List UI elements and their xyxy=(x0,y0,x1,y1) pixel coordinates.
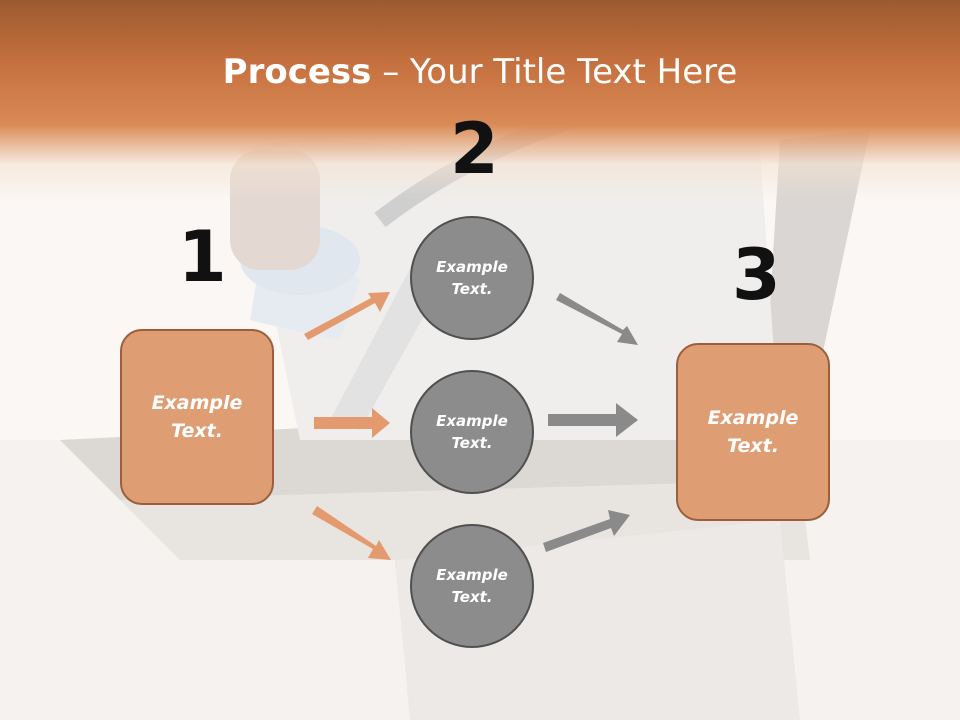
circle-top-label: Example Text. xyxy=(436,257,508,299)
title-dash: – xyxy=(371,52,411,92)
circle-step-bottom: Example Text. xyxy=(410,524,534,648)
arrow-top-to-right xyxy=(556,293,638,345)
slide-title: Process – Your Title Text Here xyxy=(0,52,960,92)
arrow-left-to-top xyxy=(304,292,390,340)
right-step-box: Example Text. xyxy=(676,343,830,521)
title-bar xyxy=(0,0,960,200)
circle-middle-label: Example Text. xyxy=(436,411,508,453)
step-number-2: 2 xyxy=(450,108,499,190)
circle-step-middle: Example Text. xyxy=(410,370,534,494)
arrow-left-to-middle xyxy=(314,408,390,438)
step-number-3: 3 xyxy=(732,234,781,316)
step-number-1: 1 xyxy=(178,216,227,298)
left-step-label: Example Text. xyxy=(151,391,243,443)
circle-bottom-label: Example Text. xyxy=(436,565,508,607)
title-rest: Your Title Text Here xyxy=(410,52,738,92)
left-step-box: Example Text. xyxy=(120,329,274,505)
circle-step-top: Example Text. xyxy=(410,216,534,340)
arrow-left-to-bottom xyxy=(312,506,391,560)
arrow-middle-to-right xyxy=(548,403,638,437)
arrow-bottom-to-right xyxy=(543,510,630,552)
right-step-label: Example Text. xyxy=(707,406,799,458)
title-bold: Process xyxy=(222,52,372,92)
